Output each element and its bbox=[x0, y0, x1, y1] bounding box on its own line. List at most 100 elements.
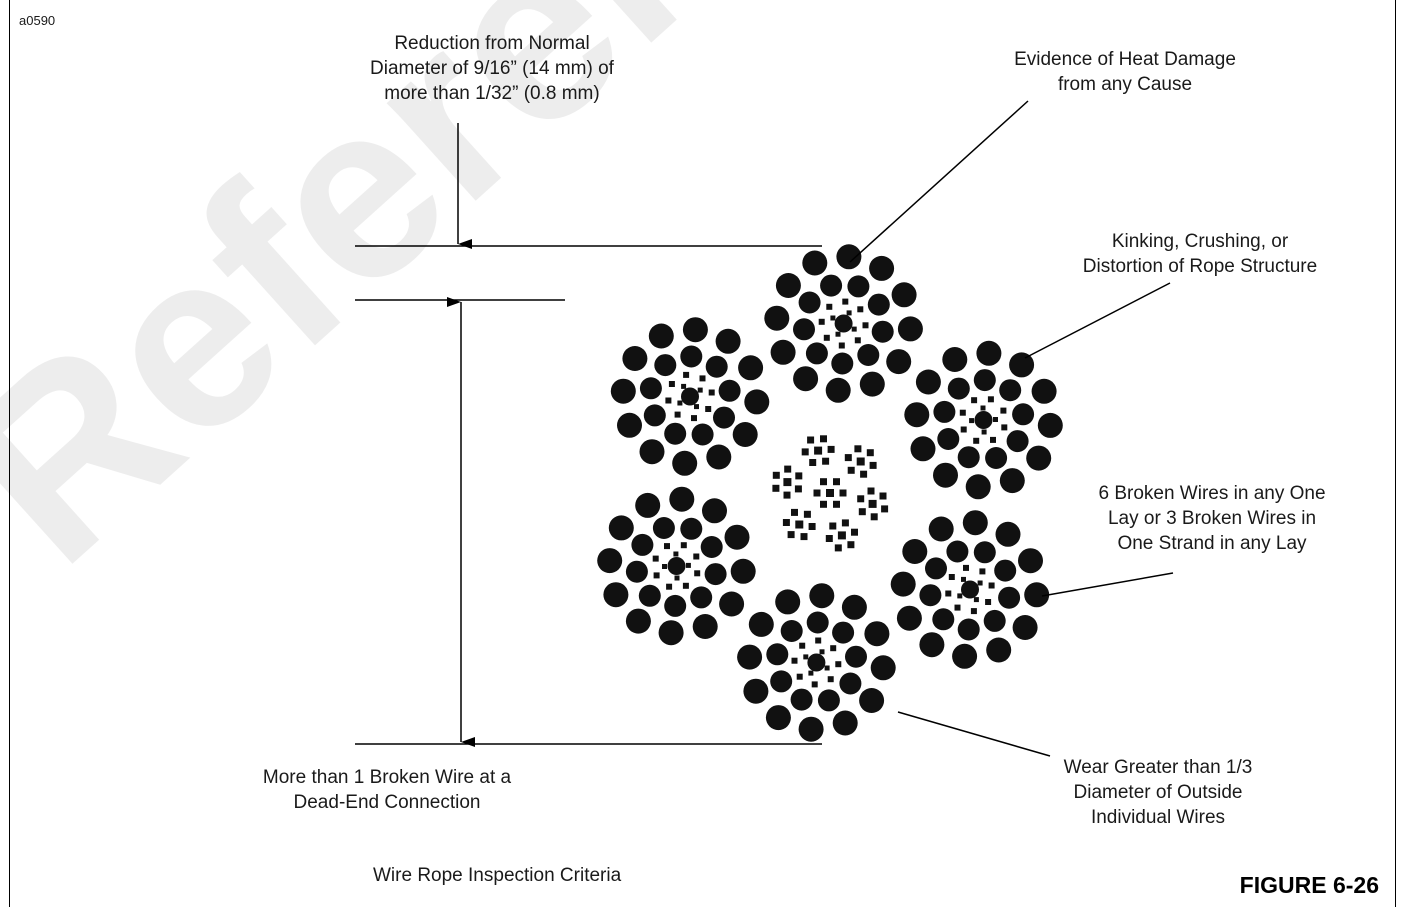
inner-wire bbox=[643, 404, 666, 427]
inner-wire bbox=[798, 291, 821, 314]
core-wire bbox=[814, 446, 823, 455]
inner-wire bbox=[625, 560, 648, 583]
wear-label-line: Diameter of Outside bbox=[1073, 782, 1243, 803]
outer-wire bbox=[902, 539, 928, 564]
inner-wire bbox=[690, 586, 713, 609]
filler-wire bbox=[838, 342, 845, 349]
inner-wire bbox=[820, 274, 843, 297]
outer-wire bbox=[904, 402, 930, 428]
inner-wire bbox=[832, 621, 855, 644]
core-wire bbox=[820, 435, 827, 443]
outer-wire bbox=[1024, 582, 1050, 608]
filler-wire bbox=[827, 676, 834, 683]
filler-wire bbox=[957, 593, 963, 599]
outer-wire bbox=[864, 621, 890, 647]
filler-wire bbox=[796, 673, 803, 680]
core-wire bbox=[794, 485, 802, 493]
outer-wire bbox=[744, 389, 770, 415]
core-wire bbox=[868, 499, 877, 508]
outer-wire bbox=[682, 317, 708, 343]
outer-wire bbox=[965, 474, 991, 500]
filler-wire bbox=[988, 582, 995, 589]
outer-wire bbox=[730, 558, 756, 584]
strand-core-wire bbox=[834, 314, 853, 333]
outer-wire bbox=[1009, 352, 1035, 378]
inner-wire bbox=[925, 557, 947, 580]
filler-wire bbox=[699, 375, 706, 382]
inner-wire bbox=[766, 643, 789, 666]
core-wire bbox=[867, 487, 875, 495]
outer-wire bbox=[748, 611, 774, 637]
inner-wire bbox=[713, 406, 735, 429]
filler-wire bbox=[1000, 407, 1007, 414]
figure-frame bbox=[9, 0, 1396, 907]
core-wire bbox=[800, 533, 808, 541]
inner-wire bbox=[919, 584, 942, 607]
outer-wire bbox=[995, 521, 1021, 547]
reduction-label-line: Diameter of 9/16” (14 mm) of bbox=[370, 58, 614, 79]
filler-wire bbox=[665, 397, 672, 404]
filler-wire bbox=[824, 665, 830, 671]
outer-wire bbox=[692, 614, 718, 639]
core-wire bbox=[822, 457, 830, 465]
filler-wire bbox=[791, 657, 798, 664]
filler-wire bbox=[685, 562, 691, 568]
inner-wire bbox=[654, 354, 677, 377]
filler-wire bbox=[705, 406, 712, 412]
inner-wire bbox=[957, 446, 980, 469]
reduction-label-line: Reduction from Normal bbox=[394, 33, 590, 54]
core-wire bbox=[856, 457, 865, 466]
outer-wire bbox=[919, 632, 945, 658]
core-wire bbox=[866, 449, 874, 457]
filler-wire bbox=[662, 564, 667, 569]
figure-caption: Wire Rope Inspection Criteria bbox=[373, 865, 622, 886]
outer-wire bbox=[743, 678, 769, 704]
inner-wire bbox=[871, 320, 894, 343]
inner-wire bbox=[857, 344, 880, 366]
filler-wire bbox=[851, 326, 857, 332]
core-wire bbox=[820, 478, 827, 486]
outer-wire bbox=[775, 589, 801, 615]
outer-wire bbox=[859, 371, 885, 397]
outer-wire bbox=[976, 340, 1002, 366]
outer-wire bbox=[715, 328, 741, 354]
outer-wire bbox=[639, 439, 665, 465]
filler-wire bbox=[808, 670, 814, 676]
filler-wire bbox=[990, 436, 996, 443]
wear-label: Wear Greater than 1/3 Diameter of Outsid… bbox=[983, 755, 1333, 830]
inner-wire bbox=[704, 563, 727, 586]
heat-damage-label: Evidence of Heat Damage from any Cause bbox=[950, 47, 1300, 97]
inner-wire bbox=[867, 293, 890, 316]
outer-wire bbox=[702, 498, 727, 524]
kinking-leader-line bbox=[1024, 282, 1171, 359]
outer-wire bbox=[928, 516, 954, 542]
core-wire bbox=[851, 528, 858, 536]
outer-wire bbox=[836, 244, 862, 270]
filler-wire bbox=[973, 597, 979, 603]
inner-wire bbox=[957, 618, 980, 641]
outer-wire bbox=[658, 620, 684, 646]
inner-wire bbox=[847, 275, 870, 298]
outer-wire bbox=[738, 355, 764, 381]
core-wire bbox=[834, 544, 842, 552]
inner-wire bbox=[806, 611, 829, 634]
core-wire bbox=[837, 531, 846, 540]
core-wire bbox=[833, 478, 840, 486]
outer-wire bbox=[915, 369, 941, 395]
core-wire bbox=[809, 459, 817, 466]
inner-wire bbox=[664, 422, 687, 445]
filler-wire bbox=[862, 322, 869, 329]
inner-wire bbox=[700, 536, 723, 558]
strand-core-wire bbox=[807, 653, 826, 672]
outer-wire bbox=[933, 462, 958, 488]
core-wire bbox=[808, 523, 816, 530]
core-wire bbox=[803, 510, 811, 518]
core-wire bbox=[783, 491, 791, 499]
outer-wire bbox=[719, 591, 745, 617]
filler-wire bbox=[960, 426, 967, 433]
core-wire bbox=[783, 478, 792, 487]
inner-wire bbox=[638, 584, 661, 607]
filler-wire bbox=[668, 381, 675, 387]
strand-core-wire bbox=[681, 387, 699, 406]
outer-wire bbox=[775, 273, 801, 298]
